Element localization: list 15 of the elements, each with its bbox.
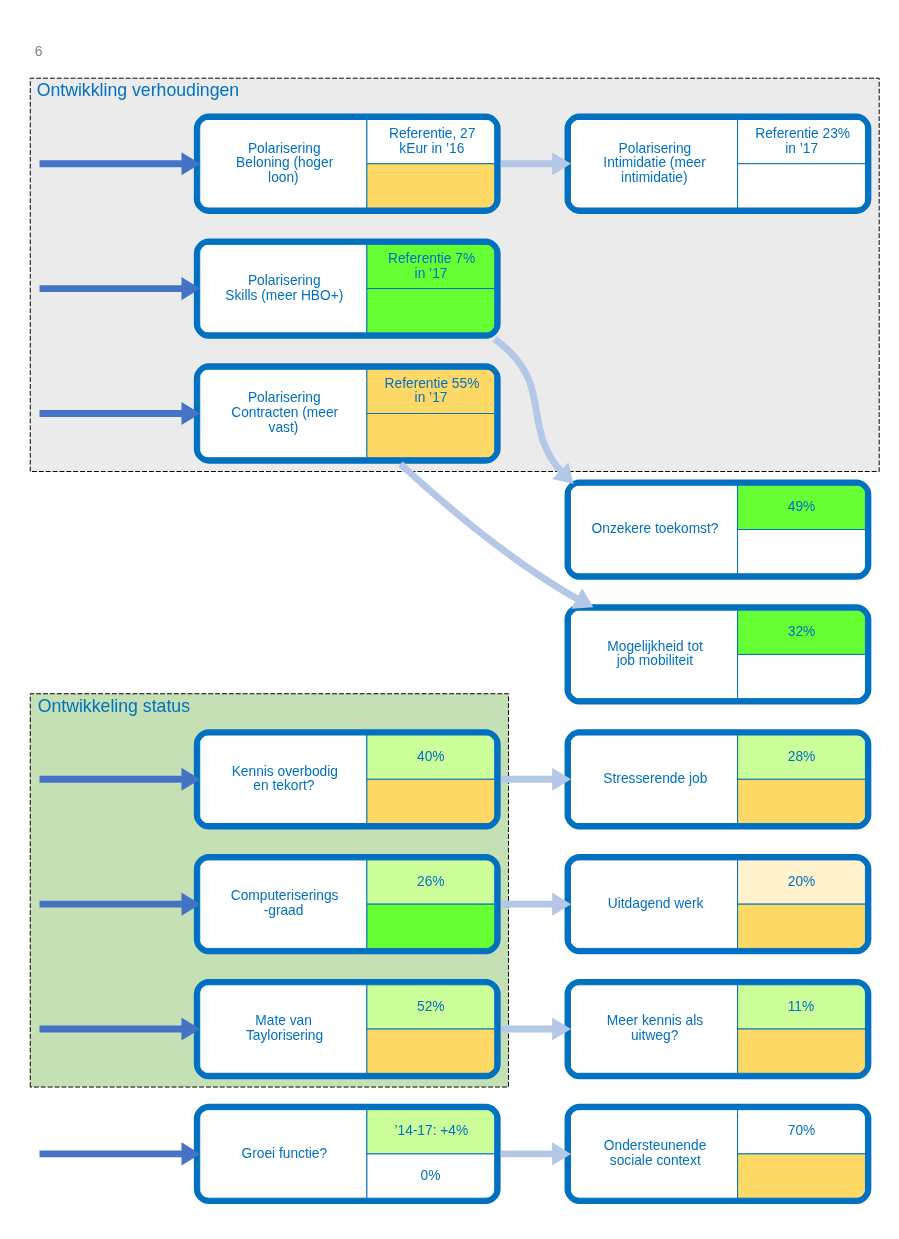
arrow (500, 152, 572, 176)
arrow (398, 461, 594, 609)
arrow (39, 767, 201, 791)
arrow (500, 767, 572, 791)
arrow (39, 152, 201, 176)
arrow (500, 892, 571, 916)
arrow (39, 892, 201, 916)
arrow (39, 277, 201, 301)
arrow (500, 1017, 571, 1041)
arrow (500, 1142, 571, 1166)
arrow (492, 336, 574, 484)
label: 6 (34, 44, 43, 60)
arrow (39, 1142, 201, 1166)
arrow (39, 401, 201, 426)
arrow (39, 1017, 201, 1041)
